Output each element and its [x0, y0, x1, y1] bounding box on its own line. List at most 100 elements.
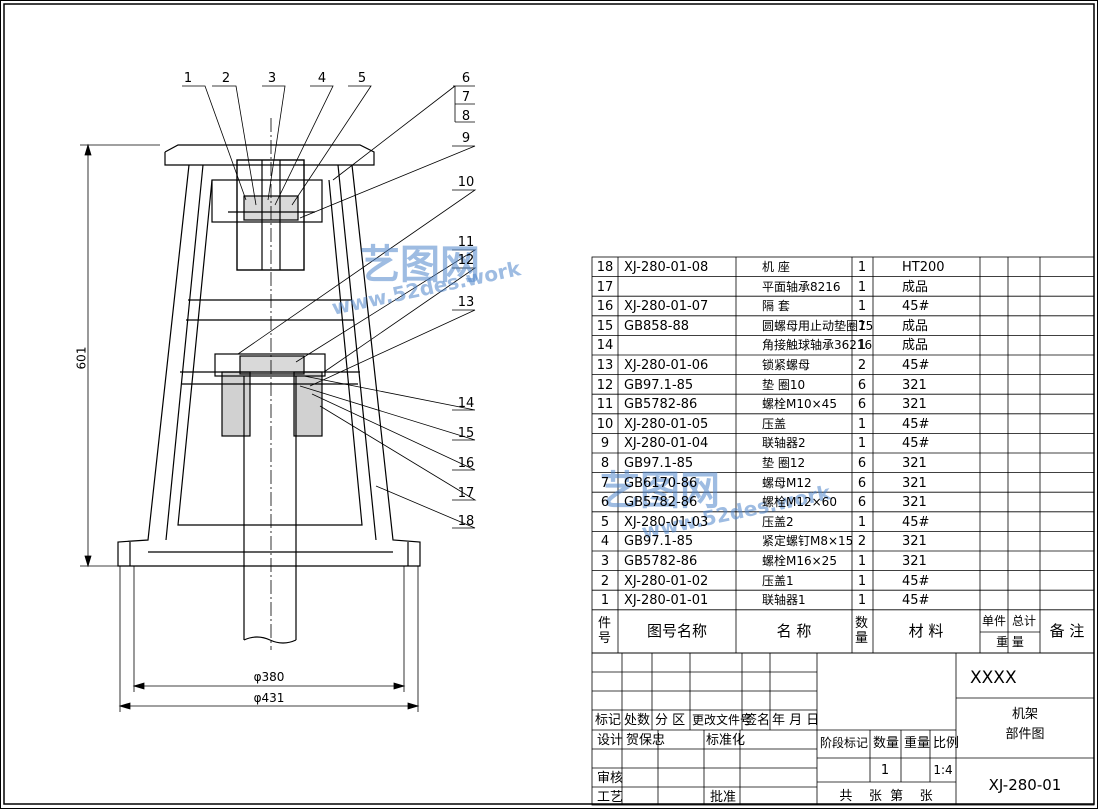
bom-cell-qty: 6: [857, 397, 867, 413]
bom-cell-material: 45#: [902, 358, 930, 373]
bom-cell-name: 隔 套: [762, 299, 790, 314]
bom-cell-name: 垫 圈12: [762, 456, 806, 470]
bom-cell-name: 螺栓M10×45: [762, 397, 837, 412]
callout-12: 12: [457, 253, 475, 268]
bom-cell-name: 压盖1: [762, 573, 794, 588]
bom-cell-code: XJ-280-01-07: [624, 299, 709, 315]
bom-cell-code: GB97.1-85: [624, 456, 694, 471]
label-standard: 标准化: [706, 733, 746, 748]
bom-cell-material: 成品: [902, 279, 929, 295]
bom-cell-code: GB858-88: [624, 318, 690, 334]
bom-cell-no: 15: [596, 318, 614, 334]
bom-cell-qty: 2: [857, 534, 867, 550]
bom-header-code: 图号名称: [646, 622, 708, 640]
label-process: 工艺: [597, 790, 624, 805]
label-approve: 批准: [710, 790, 737, 805]
callout-10: 10: [457, 175, 475, 190]
bom-cell-code: GB5782-86: [624, 495, 698, 511]
bom-cell-code: GB97.1-85: [624, 534, 694, 550]
bom-cell-qty: 6: [857, 377, 867, 393]
bom-cell-material: 45#: [902, 514, 930, 530]
stage-header-weight: 重量: [904, 736, 931, 751]
stage-qty-value: 1: [880, 763, 890, 778]
bom-header-material: 材 料: [908, 622, 944, 640]
bom-cell-qty: 1: [857, 260, 867, 275]
callout-11: 11: [457, 235, 475, 250]
stage-header-mark: 阶段标记: [820, 736, 869, 750]
bom-cell-no: 10: [596, 416, 614, 432]
bom-cell-qty: 1: [857, 299, 867, 315]
bom-cell-qty: 1: [857, 554, 867, 569]
bom-cell-no: 3: [600, 554, 610, 569]
bom-cell-code: XJ-280-01-05: [624, 416, 709, 432]
bom-cell-name: 机 座: [762, 260, 790, 274]
bom-cell-name: 角接触球轴承36216: [762, 338, 873, 353]
company-name: XXXX: [970, 668, 1017, 688]
bom-cell-material: 321: [902, 554, 927, 569]
outer-diameter-label: φ431: [253, 691, 285, 705]
bom-cell-qty: 2: [857, 358, 867, 373]
bom-header-unit: 单件: [981, 614, 1007, 628]
bom-cell-material: 321: [902, 475, 927, 491]
bom-cell-no: 2: [600, 573, 610, 589]
bom-cell-material: HT200: [902, 260, 945, 275]
bom-cell-no: 12: [596, 377, 614, 393]
drawing-title-line1: 机架: [1011, 707, 1039, 722]
bom-cell-name: 圆螺母用止动垫圈75: [762, 318, 874, 333]
rev-header-count: 处数: [624, 713, 651, 728]
bom-cell-material: 45#: [902, 299, 930, 315]
rev-header-mark: 标记: [595, 713, 622, 728]
drawing-title-line2: 部件图: [1005, 727, 1045, 742]
bom-cell-material: 45#: [902, 593, 930, 609]
bom-cell-no: 17: [596, 279, 614, 295]
bom-cell-material: 45#: [902, 416, 930, 432]
bom-cell-code: XJ-280-01-06: [624, 358, 709, 373]
bom-cell-qty: 1: [857, 338, 867, 354]
bom-cell-name: 压盖2: [762, 514, 794, 529]
rev-header-date: 年 月 日: [772, 713, 820, 728]
rev-header-sign: 签名: [744, 713, 771, 728]
label-review: 审核: [597, 771, 624, 786]
bom-cell-no: 8: [600, 456, 610, 471]
callout-6: 6: [461, 71, 471, 86]
callout-16: 16: [457, 456, 475, 471]
bom-cell-no: 4: [600, 534, 610, 550]
label-design: 设计: [597, 733, 624, 748]
bom-cell-qty: 6: [857, 495, 867, 511]
bom-cell-material: 321: [902, 456, 927, 471]
machine-base: [117, 144, 421, 644]
bom-header-total: 总计: [1011, 614, 1037, 628]
bom-cell-name: 锁紧螺母: [762, 358, 811, 372]
bom-header-weight: 重 量: [996, 635, 1024, 649]
stage-header-scale: 比例: [933, 736, 960, 751]
bom-cell-no: 1: [600, 593, 610, 609]
bom-header-no: 件号: [598, 616, 612, 646]
bom-cell-name: 垫 圈10: [762, 377, 806, 392]
bom-header-name: 名 称: [776, 622, 812, 640]
watermark-logo: 艺图网: [360, 242, 480, 288]
bom-cell-material: 45#: [902, 573, 930, 589]
callout-18: 18: [457, 514, 475, 529]
title-block-grid: [591, 652, 1095, 806]
bom-cell-material: 321: [902, 534, 927, 550]
bom-cell-material: 321: [902, 377, 927, 393]
callout-4: 4: [317, 71, 327, 86]
bom-cell-qty: 1: [857, 593, 867, 609]
bom-cell-no: 18: [596, 260, 614, 275]
callout-14: 14: [457, 396, 475, 411]
height-dimension-label: 601: [74, 346, 89, 370]
callout-5: 5: [357, 71, 367, 86]
bom-header-qty: 数量: [855, 616, 869, 646]
watermark-logo: 艺图网: [600, 468, 720, 514]
bom-cell-material: 45#: [902, 436, 930, 452]
bom-cell-no: 5: [600, 514, 610, 530]
bom-cell-code: XJ-280-01-02: [624, 573, 709, 589]
sheet-count: 共 张 第 张: [839, 789, 933, 804]
bom-cell-material: 成品: [902, 318, 929, 334]
bom-cell-code: GB97.1-85: [624, 377, 694, 393]
leader-lines: [182, 85, 477, 529]
rev-header-doc: 更改文件号: [692, 713, 753, 727]
diameter-dimensions: [118, 566, 420, 712]
rev-header-zone: 分 区: [655, 713, 686, 728]
